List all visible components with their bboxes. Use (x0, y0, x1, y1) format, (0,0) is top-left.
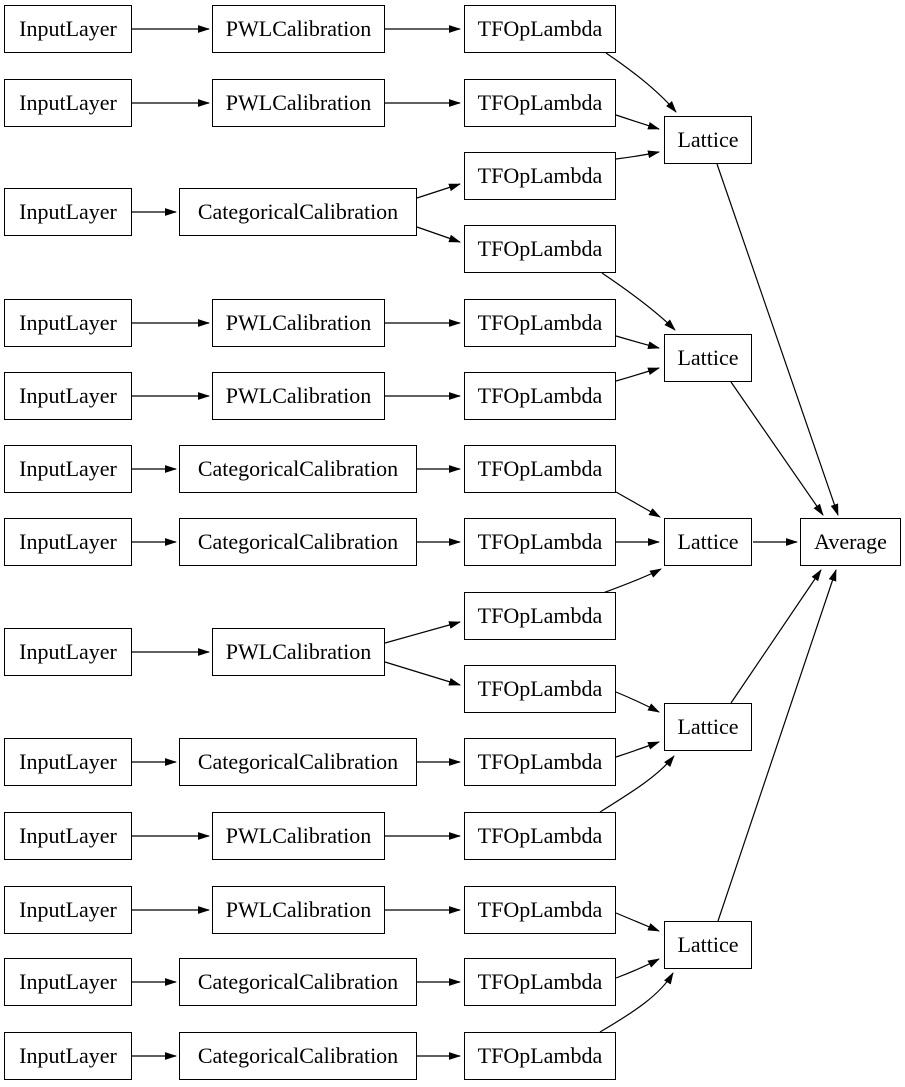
edge-lattice-2-to-average (730, 381, 824, 516)
edge-tfo-2-to-lattice-1 (615, 114, 660, 130)
node-cat-5: CategoricalCalibration (179, 958, 417, 1006)
node-tfo-1: TFOpLambda (464, 5, 616, 53)
node-cat-2: CategoricalCalibration (179, 445, 417, 493)
node-tfo-6: TFOpLambda (464, 372, 616, 420)
node-lattice-1: Lattice (664, 116, 752, 164)
node-input-5: InputLayer (4, 372, 132, 420)
edge-pwl-5-to-tfo-9 (384, 621, 461, 644)
edge-tfo-7-to-lattice-3 (615, 491, 661, 518)
node-pwl-2: PWLCalibration (212, 79, 385, 127)
edge-tfo-14-to-lattice-5 (615, 958, 660, 979)
node-tfo-14: TFOpLambda (464, 958, 616, 1006)
node-tfo-8: TFOpLambda (464, 518, 616, 566)
node-input-8: InputLayer (4, 628, 132, 676)
node-cat-3: CategoricalCalibration (179, 518, 417, 566)
edge-cat-1-to-tfo-4 (416, 226, 461, 243)
node-pwl-1: PWLCalibration (212, 5, 385, 53)
node-lattice-5: Lattice (664, 921, 752, 969)
node-input-7: InputLayer (4, 518, 132, 566)
node-input-1: InputLayer (4, 5, 132, 53)
node-tfo-13: TFOpLambda (464, 886, 616, 934)
node-lattice-3: Lattice (664, 518, 752, 566)
node-pwl-6: PWLCalibration (212, 812, 385, 860)
node-input-10: InputLayer (4, 812, 132, 860)
edge-cat-1-to-tfo-3 (416, 183, 461, 199)
node-tfo-11: TFOpLambda (464, 738, 616, 786)
edge-tfo-5-to-lattice-2 (615, 335, 660, 349)
node-input-11: InputLayer (4, 886, 132, 934)
edge-tfo-15-to-lattice-5 (599, 972, 674, 1033)
node-tfo-4: TFOpLambda (464, 225, 616, 273)
node-cat-6: CategoricalCalibration (179, 1032, 417, 1080)
edge-tfo-6-to-lattice-2 (615, 367, 660, 382)
edge-lattice-4-to-average (730, 569, 822, 704)
edge-lattice-1-to-average (716, 163, 839, 516)
node-input-13: InputLayer (4, 1032, 132, 1080)
node-input-12: InputLayer (4, 958, 132, 1006)
node-pwl-4: PWLCalibration (212, 372, 385, 420)
node-cat-4: CategoricalCalibration (179, 738, 417, 786)
edge-lattice-5-to-average (717, 569, 837, 922)
node-pwl-5: PWLCalibration (212, 628, 385, 676)
node-input-9: InputLayer (4, 738, 132, 786)
edge-tfo-9-to-lattice-3 (602, 568, 662, 594)
edge-tfo-11-to-lattice-4 (615, 741, 660, 758)
node-input-3: InputLayer (4, 188, 132, 236)
node-tfo-5: TFOpLambda (464, 299, 616, 347)
node-tfo-15: TFOpLambda (464, 1032, 616, 1080)
edge-tfo-12-to-lattice-4 (599, 755, 675, 813)
node-tfo-7: TFOpLambda (464, 445, 616, 493)
node-input-4: InputLayer (4, 299, 132, 347)
node-tfo-9: TFOpLambda (464, 592, 616, 640)
edge-tfo-3-to-lattice-1 (615, 150, 660, 160)
edge-tfo-13-to-lattice-5 (615, 912, 660, 932)
node-tfo-3: TFOpLambda (464, 152, 616, 200)
node-average: Average (800, 518, 901, 566)
node-lattice-2: Lattice (664, 334, 752, 382)
edge-pwl-5-to-tfo-10 (384, 661, 461, 686)
node-input-2: InputLayer (4, 79, 132, 127)
node-tfo-12: TFOpLambda (464, 812, 616, 860)
node-lattice-4: Lattice (664, 703, 752, 751)
node-input-6: InputLayer (4, 445, 132, 493)
node-pwl-7: PWLCalibration (212, 886, 385, 934)
edge-tfo-4-to-lattice-2 (601, 272, 676, 331)
node-cat-1: CategoricalCalibration (179, 188, 417, 236)
edge-tfo-10-to-lattice-4 (615, 691, 660, 713)
node-tfo-2: TFOpLambda (464, 79, 616, 127)
node-pwl-3: PWLCalibration (212, 299, 385, 347)
edge-tfo-1-to-lattice-1 (605, 52, 677, 113)
node-tfo-10: TFOpLambda (464, 665, 616, 713)
